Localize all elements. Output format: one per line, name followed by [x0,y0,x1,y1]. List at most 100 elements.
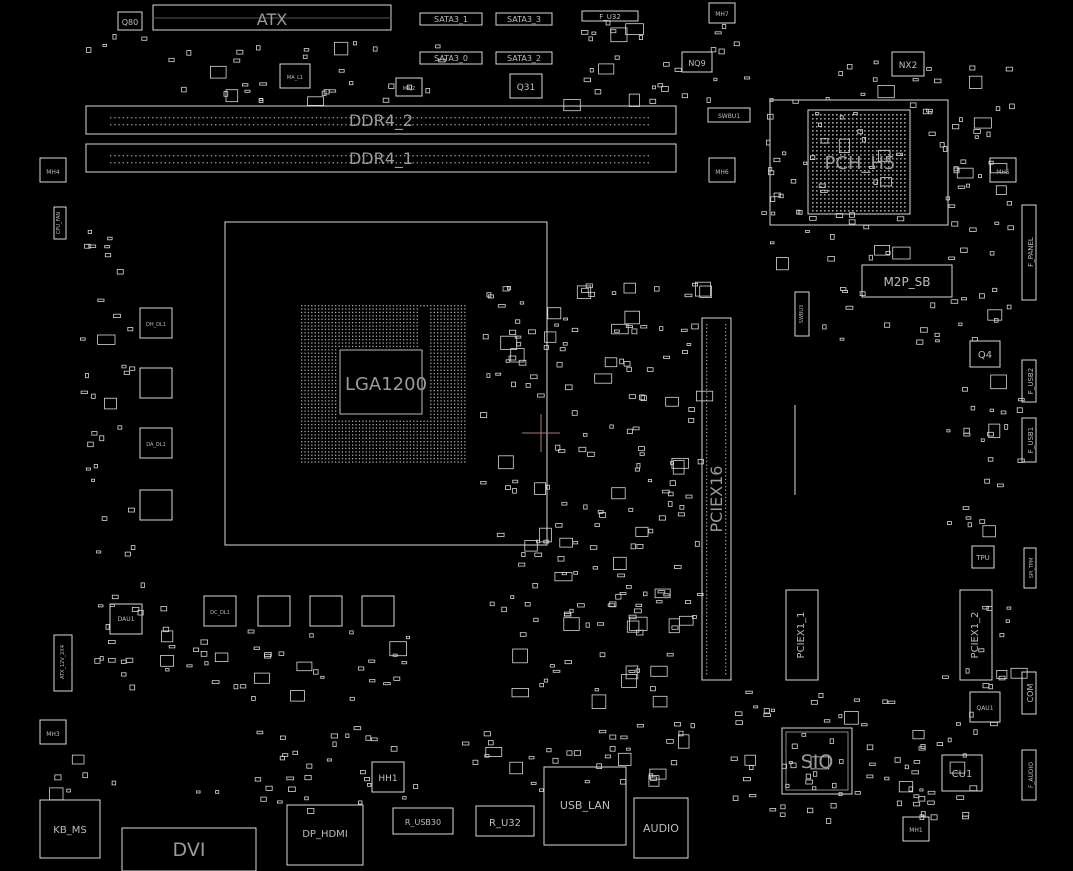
smd-pad [892,246,911,260]
smd-pad [609,734,617,740]
smd-pad [253,646,260,650]
q80-label: Q80 [122,18,138,27]
smd-pad [844,711,859,725]
f-usb2-header[interactable] [1021,359,1037,403]
mh3-hole[interactable] [39,719,67,745]
smd-pad [1017,458,1025,463]
smd-pad [753,705,759,709]
sata-1-connector[interactable] [419,12,483,26]
spi-tpm-header[interactable] [1023,547,1037,589]
smd-pad [497,304,506,308]
smd-pad [839,759,844,764]
smd-pad [591,31,597,35]
mh7-hole[interactable] [708,2,736,24]
ddr4-1-slot[interactable] [85,143,677,173]
atx-12v-connector[interactable] [53,634,73,692]
sio-chip[interactable] [781,727,853,795]
smd-pad [648,528,654,534]
q4-component[interactable] [969,340,1001,368]
cpu-socket-outline[interactable] [224,221,548,546]
pciex1-1-slot[interactable] [785,589,819,681]
f-panel-header[interactable] [1021,204,1037,301]
r-u32-port[interactable] [475,805,535,837]
smd-pad [161,630,174,643]
qau1-component[interactable] [969,691,1001,723]
kb-ms-port[interactable] [39,799,101,859]
ddr4-2-slot[interactable] [85,105,677,135]
smd-pad [971,337,978,342]
smd-pad [388,83,395,89]
smd-pad [912,730,925,740]
hh1-component[interactable] [371,761,405,793]
f-audio-header[interactable] [1021,749,1037,801]
smd-pad [848,219,856,225]
dh-dl-label: DH_DL1 [146,322,166,328]
smd-pad [930,814,938,821]
smd-pad [383,682,391,686]
usb-lan-port[interactable] [543,766,627,846]
smd-pad [413,784,419,789]
audio-port[interactable] [633,797,689,859]
pch-outline[interactable] [769,99,949,226]
smd-pad [80,337,86,341]
sata-0-connector[interactable] [419,51,483,65]
com-header[interactable] [1021,671,1037,715]
smd-pad [721,24,727,29]
m2p-sb-slot[interactable] [861,264,953,298]
smd-pad [49,787,64,801]
dvi-port[interactable] [121,827,257,871]
mh1-hole[interactable] [902,816,930,842]
swbu1-component[interactable] [707,107,751,123]
nx2-component[interactable] [891,51,925,77]
dp-hdmi-port[interactable] [286,804,364,866]
smd-pad [84,243,91,249]
maj2-component[interactable] [395,77,423,97]
f-usb1-header[interactable] [1021,417,1037,463]
sata-2-connector[interactable] [495,51,553,65]
swbu3-component[interactable] [794,291,810,337]
smd-pad [624,310,640,325]
smd-pad [609,746,616,752]
pciex16-slot[interactable] [701,317,732,681]
smd-pad [321,90,327,96]
dau1-component[interactable] [109,603,143,635]
smd-pad [258,98,263,101]
smd-pad [486,373,491,378]
smd-pad [594,89,602,95]
smd-pad [663,593,670,597]
smd-pad [670,760,678,766]
smd-pad [588,36,593,42]
smd-pad [547,307,562,320]
cpu-fan-header[interactable] [53,206,67,240]
nq9-component[interactable] [681,51,713,73]
q31-component[interactable] [509,73,543,99]
smd-pad [982,525,996,538]
r-usb30-port[interactable] [392,807,454,835]
kb-ms-label: KB_MS [53,825,86,836]
cu1-component[interactable] [941,754,983,792]
smd-pad [1018,398,1025,402]
sata-3-connector[interactable] [495,12,553,26]
pciex1-2-slot[interactable] [959,589,993,681]
smd-pad [571,327,579,332]
pch-die[interactable] [807,109,911,215]
q80-component[interactable] [117,11,143,31]
smd-pad [86,47,92,53]
mh4-hole[interactable] [39,157,67,183]
smd-pad [838,71,843,76]
tpu-component[interactable] [971,545,995,569]
m2p-sb-label: M2P_SB [883,275,930,289]
smd-pad [714,31,722,35]
cu1-label: CU1 [952,769,973,780]
smd-pad [309,633,314,638]
mh6-hole[interactable] [708,157,736,183]
smd-pad [131,607,140,612]
mh5-hole[interactable] [989,157,1017,183]
smd-pad [896,216,905,222]
smd-pad [735,711,743,716]
mh7-label: MH7 [715,11,729,18]
swbu1-label: SWBU1 [718,113,740,120]
smd-pad [619,592,627,595]
ma-l1-component[interactable] [279,63,311,89]
smd-pad [613,556,627,570]
